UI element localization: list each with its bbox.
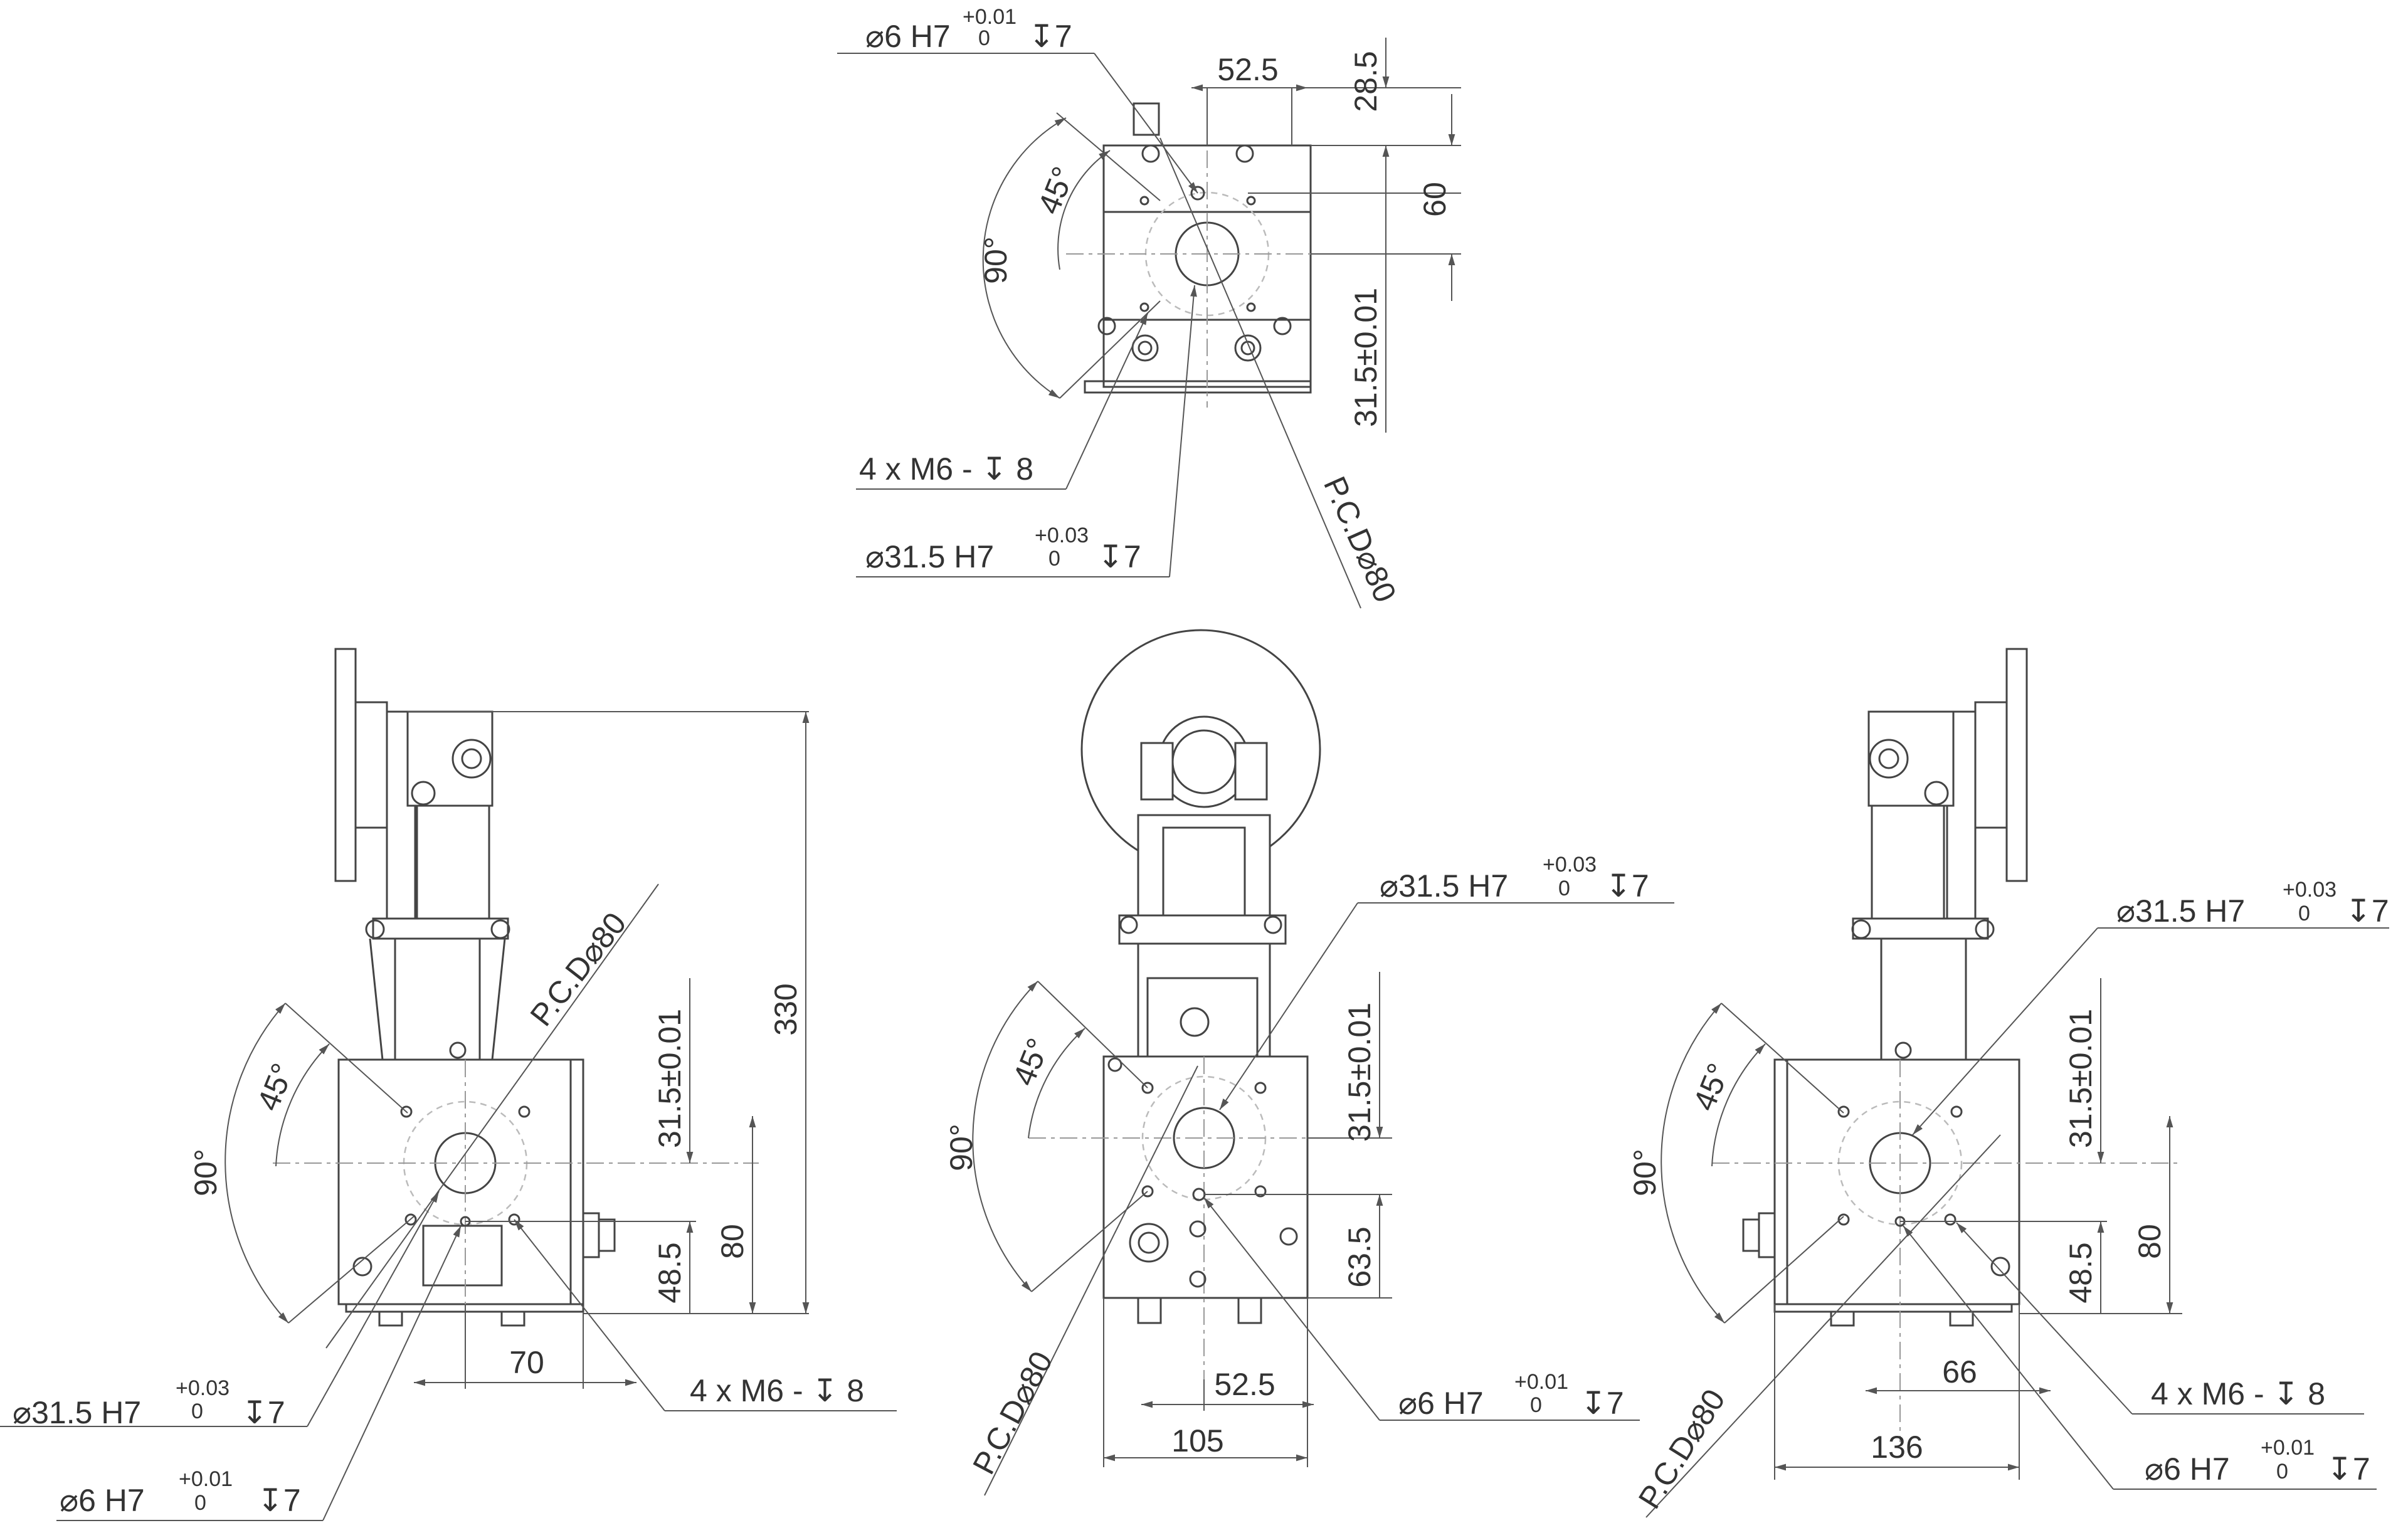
left-view-pcd-label: P.C.D⌀80 [524, 906, 633, 1033]
right-view-bore-tol-upper: +0.03 [2283, 878, 2337, 902]
front-view-body [1102, 1055, 1309, 1299]
top-view-fitting [1133, 102, 1160, 136]
left-view-dim-70: 70 [509, 1345, 544, 1380]
front-view-angle-90: 90° [944, 1124, 979, 1171]
right-view-pin-hole-tol-lower: 0 [2276, 1460, 2288, 1483]
left-view-flange [334, 648, 357, 882]
top-view-dim-60: 60 [1417, 182, 1452, 217]
left-view-bore-tol-lower: 0 [191, 1399, 203, 1423]
left-view-thread-label: 4 x M6 - ↧ 8 [690, 1373, 864, 1408]
front-view-bore-tol-upper: +0.03 [1543, 853, 1597, 877]
top-view-dim-52-5: 52.5 [1217, 52, 1278, 87]
top-view-bore-depth: ↧7 [1097, 539, 1141, 574]
left-view-dim-330: 330 [768, 983, 803, 1035]
front-view-bore-label: ⌀31.5 H7 [1380, 868, 1508, 904]
left-view-angle-45: 45° [250, 1058, 300, 1115]
left-view-angle-90: 90° [188, 1149, 223, 1196]
front-view-dim-52-5: 52.5 [1214, 1367, 1275, 1402]
front-view-dim-63-5: 63.5 [1342, 1226, 1377, 1287]
top-view: 52.5 28.5 60 31.5±0.01 45° 90° ⌀6 H7 +0.… [837, 5, 1461, 609]
left-view-bore-tol-upper: +0.03 [176, 1376, 230, 1400]
top-view-pin-hole-depth: ↧7 [1028, 19, 1072, 54]
top-view-bore-tol-upper: +0.03 [1035, 524, 1089, 547]
top-view-bore-label: ⌀31.5 H7 [865, 539, 994, 574]
right-view-thread-label: 4 x M6 - ↧ 8 [2151, 1376, 2325, 1411]
right-view-bore-depth: ↧7 [2345, 893, 2389, 929]
top-view-pin-hole-tol-upper: +0.01 [963, 5, 1017, 29]
right-view-pcd-label: P.C.D⌀80 [1632, 1383, 1732, 1515]
left-view-pin-hole-tol-upper: +0.01 [179, 1467, 233, 1491]
front-view-bore-depth: ↧7 [1605, 868, 1649, 904]
left-view-dim-31-5: 31.5±0.01 [652, 1009, 687, 1148]
left-view-pin-hole-tol-lower: 0 [194, 1491, 206, 1515]
front-view-pin-hole-label: ⌀6 H7 [1398, 1386, 1484, 1421]
left-view-dim-80: 80 [715, 1224, 750, 1259]
top-view-dim-31-5: 31.5±0.01 [1348, 288, 1383, 427]
top-view-pin-hole-label: ⌀6 H7 [865, 19, 951, 54]
front-view: 31.5±0.01 63.5 52.5 105 45° 90° ⌀31.5 H7… [944, 629, 1674, 1496]
front-view-bore-tol-lower: 0 [1558, 877, 1570, 900]
right-view-pin-hole-tol-upper: +0.01 [2261, 1436, 2315, 1460]
left-view-bore-label: ⌀31.5 H7 [13, 1395, 141, 1430]
right-view-dim-80: 80 [2132, 1224, 2167, 1259]
right-view-dim-31-5: 31.5±0.01 [2063, 1009, 2098, 1148]
right-view-angle-45: 45° [1686, 1058, 1736, 1115]
front-view-pin-hole-depth: ↧7 [1580, 1386, 1624, 1421]
top-view-bore-tol-lower: 0 [1048, 547, 1060, 571]
left-view: 330 31.5±0.01 80 48.5 70 45° 90° P.C.D⌀8… [0, 648, 897, 1521]
right-view-pin-hole-label: ⌀6 H7 [2145, 1452, 2230, 1487]
top-view-pcd-label: P.C.D⌀80 [1317, 472, 1403, 608]
top-view-thread-label: 4 x M6 - ↧ 8 [859, 451, 1033, 487]
top-view-angle-45: 45° [1031, 162, 1081, 219]
front-view-pin-hole-tol-lower: 0 [1530, 1393, 1542, 1417]
right-view-angle-90: 90° [1627, 1149, 1662, 1196]
right-view-pin-hole-depth: ↧7 [2326, 1452, 2370, 1487]
right-view-dim-136: 136 [1871, 1430, 1923, 1465]
right-view: 31.5±0.01 80 48.5 66 136 45° 90° ⌀31.5 H… [1627, 648, 2389, 1518]
front-view-pin-hole-tol-upper: +0.01 [1514, 1370, 1568, 1394]
top-view-pin-hole-tol-lower: 0 [978, 26, 990, 50]
right-view-bore-tol-lower: 0 [2298, 902, 2310, 925]
front-view-angle-45: 45° [1006, 1033, 1056, 1090]
right-view-flange [2005, 648, 2028, 882]
front-view-pcd-label: P.C.D⌀80 [966, 1346, 1059, 1480]
top-view-angle-90: 90° [978, 236, 1013, 284]
left-view-pin-hole-depth: ↧7 [257, 1483, 301, 1518]
right-view-dim-66: 66 [1942, 1354, 1977, 1389]
left-view-dim-48-5: 48.5 [652, 1242, 687, 1303]
left-view-pin-hole-label: ⌀6 H7 [60, 1483, 145, 1518]
front-view-dim-31-5: 31.5±0.01 [1342, 1003, 1377, 1142]
top-view-dim-28-5: 28.5 [1348, 51, 1383, 112]
front-view-dim-105: 105 [1171, 1423, 1223, 1458]
top-view-base-plate [1084, 380, 1312, 394]
right-view-dim-48-5: 48.5 [2063, 1242, 2098, 1303]
right-view-bore-label: ⌀31.5 H7 [2116, 893, 2245, 929]
left-view-bore-depth: ↧7 [241, 1395, 285, 1430]
